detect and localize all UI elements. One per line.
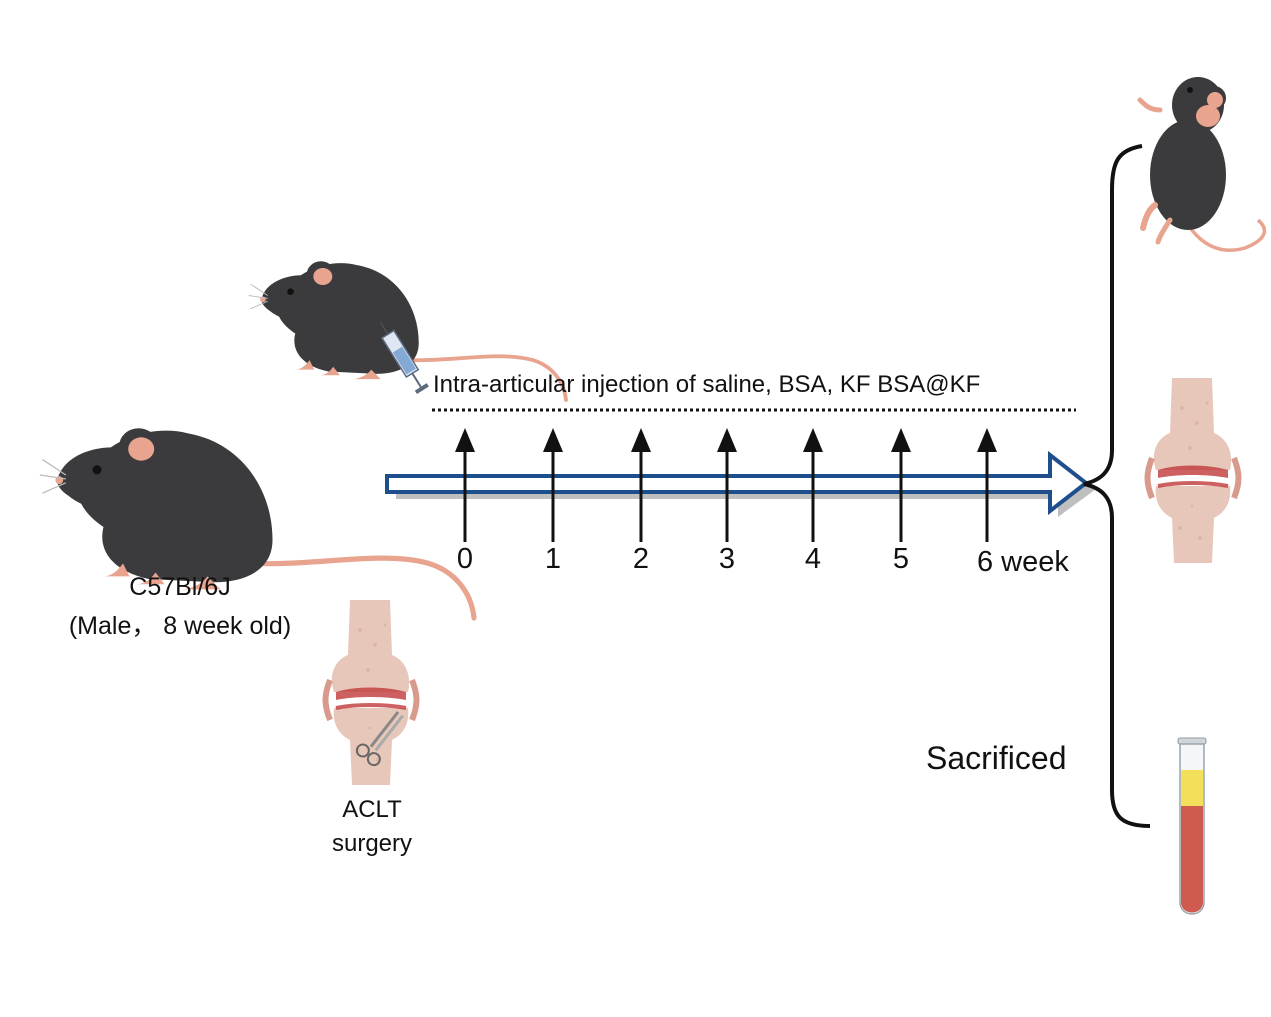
strain-name: C57Bl/6J — [129, 573, 231, 601]
tick-arrow-4 — [803, 428, 823, 542]
tick-arrow-1 — [543, 428, 563, 542]
blood-tube-icon — [1177, 737, 1207, 915]
tick-label-5: 5 — [892, 543, 910, 575]
mouse-icon — [40, 428, 474, 618]
tick-label-2: 2 — [632, 543, 650, 575]
tick-label-1: 1 — [544, 543, 562, 575]
tick-label-4: 4 — [804, 543, 822, 575]
knee-joint-icon — [326, 600, 417, 785]
surgery-label-line2: surgery — [331, 830, 413, 857]
strain-detail: (Male， 8 week old) — [68, 612, 292, 640]
surgery-label-line1: ACLT — [342, 796, 402, 823]
knee-joint-icon — [1148, 378, 1239, 563]
tick-label-3: 3 — [718, 543, 736, 575]
tick-arrow-3 — [717, 428, 737, 542]
timeline-arrow — [385, 450, 1096, 517]
tick-arrow-5 — [891, 428, 911, 542]
tick-arrow-0 — [455, 428, 475, 542]
tick-label-0: 0 — [456, 543, 474, 575]
mouse-icon — [1137, 77, 1267, 252]
outcome-brace — [1083, 144, 1151, 828]
sacrificed-label: Sacrificed — [926, 740, 1067, 776]
injection-label: Intra-articular injection of saline, BSA… — [433, 371, 981, 398]
tick-label-6: 6 week — [977, 546, 1069, 578]
scissors-icon — [355, 711, 404, 767]
tick-arrow-6 — [977, 428, 997, 542]
tick-arrows — [455, 428, 997, 542]
syringe-icon — [380, 322, 429, 394]
tick-arrow-2 — [631, 428, 651, 542]
